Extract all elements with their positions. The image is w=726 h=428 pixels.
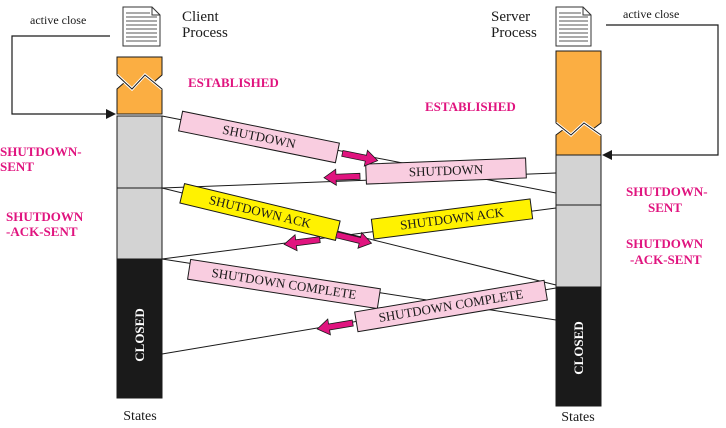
client-active-close-label: active close bbox=[30, 13, 86, 27]
client-states-label: States bbox=[123, 409, 156, 424]
client-state-column: CLOSED bbox=[115, 56, 163, 399]
server-established-block bbox=[555, 50, 602, 156]
client-shutdown-ack-sent-label-2: -ACK-SENT bbox=[6, 224, 78, 239]
msg-server-shutdown-complete: SHUTDOWN COMPLETE bbox=[354, 279, 548, 333]
client-established-label: ESTABLISHED bbox=[188, 75, 279, 90]
client-document-icon bbox=[122, 6, 161, 47]
arrow-left-shutdown-complete bbox=[316, 318, 354, 336]
server-shutdown-ack-sent-block bbox=[555, 204, 602, 288]
arrow-left-shutdown bbox=[323, 168, 361, 186]
server-shutdown-ack-sent-label-2: -ACK-SENT bbox=[630, 252, 702, 267]
arrow-right-shutdown bbox=[341, 149, 379, 167]
msg-server-shutdown-text: SHUTDOWN bbox=[409, 162, 485, 180]
server-established-label: ESTABLISHED bbox=[425, 99, 516, 114]
server-closed-label: CLOSED bbox=[571, 321, 586, 374]
msg-client-shutdown: SHUTDOWN bbox=[178, 110, 340, 164]
server-active-close-label: active close bbox=[623, 7, 679, 21]
client-closed-label: CLOSED bbox=[132, 308, 147, 361]
msg-server-shutdown: SHUTDOWN bbox=[365, 157, 527, 185]
arrow-right-shutdown-ack bbox=[335, 231, 373, 249]
server-document-icon bbox=[555, 6, 592, 47]
client-established-block bbox=[116, 56, 163, 115]
arrow-left-shutdown-ack bbox=[283, 234, 321, 252]
client-title-line2: Process bbox=[182, 25, 228, 41]
server-shutdown-sent-label-2: SENT bbox=[648, 200, 682, 215]
msg-client-shutdown-ack: SHUTDOWN ACK bbox=[179, 182, 341, 242]
client-shutdown-ack-sent-block bbox=[116, 187, 163, 260]
msg-server-shutdown-ack: SHUTDOWN ACK bbox=[370, 198, 534, 240]
client-shutdown-sent-label-2: SENT bbox=[0, 159, 34, 174]
server-title-line1: Server bbox=[491, 9, 530, 25]
server-shutdown-ack-sent-label-1: SHUTDOWN bbox=[626, 236, 704, 251]
server-active-close-arrow bbox=[602, 24, 719, 160]
client-shutdown-ack-sent-label-1: SHUTDOWN bbox=[6, 209, 84, 224]
server-shutdown-sent-label-1: SHUTDOWN- bbox=[626, 184, 708, 199]
client-title-line1: Client bbox=[182, 9, 219, 25]
client-closed-block bbox=[116, 258, 163, 399]
client-shutdown-sent-block bbox=[116, 115, 163, 189]
server-states-label: States bbox=[561, 410, 594, 425]
msg-client-shutdown-complete: SHUTDOWN COMPLETE bbox=[187, 258, 381, 310]
server-closed-block bbox=[555, 286, 602, 407]
client-shutdown-sent-label-1: SHUTDOWN- bbox=[0, 144, 82, 159]
server-state-column: CLOSED bbox=[555, 50, 602, 407]
client-active-close-arrow bbox=[11, 35, 116, 119]
server-shutdown-sent-block bbox=[555, 154, 602, 206]
server-title-line2: Process bbox=[491, 25, 537, 41]
